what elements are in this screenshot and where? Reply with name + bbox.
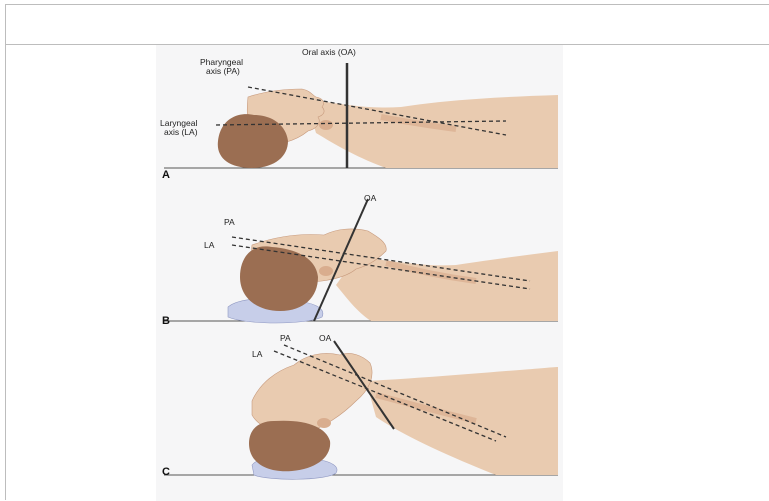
pharyngeal-axis-label-line2: axis (PA) [206,66,240,76]
airway-axes-figure: Oral axis (OA) Pharyngeal axis (PA) Lary… [156,45,563,501]
panel-c-pa-label: PA [280,333,291,343]
panel-b-oa-label: OA [364,193,377,203]
panel-c-oa-label: OA [319,333,332,343]
panel-b-pa-label: PA [224,217,235,227]
panel-a-letter: A [162,169,170,181]
panel-b: OA PA LA B [162,193,558,327]
panel-b-ear [319,266,333,276]
panel-a-ear [319,120,333,130]
table-frame: Oral axis (OA) Pharyngeal axis (PA) Lary… [5,4,769,500]
airway-axes-illustration: Oral axis (OA) Pharyngeal axis (PA) Lary… [156,45,563,501]
panel-c-la-label: LA [252,349,263,359]
laryngeal-axis-label-line2: axis (LA) [164,127,198,137]
panel-c-letter: C [162,466,170,478]
panel-c-ear [317,418,331,428]
oral-axis-label: Oral axis (OA) [302,47,356,57]
panel-c: OA PA LA C [162,333,558,479]
panel-b-letter: B [162,315,170,327]
panel-c-body [366,367,558,475]
table-content-row: Oral axis (OA) Pharyngeal axis (PA) Lary… [6,45,769,501]
panel-a: Oral axis (OA) Pharyngeal axis (PA) Lary… [160,47,558,181]
panel-b-la-label: LA [204,240,215,250]
table-header-row [6,5,769,45]
panel-a-body [306,95,558,168]
